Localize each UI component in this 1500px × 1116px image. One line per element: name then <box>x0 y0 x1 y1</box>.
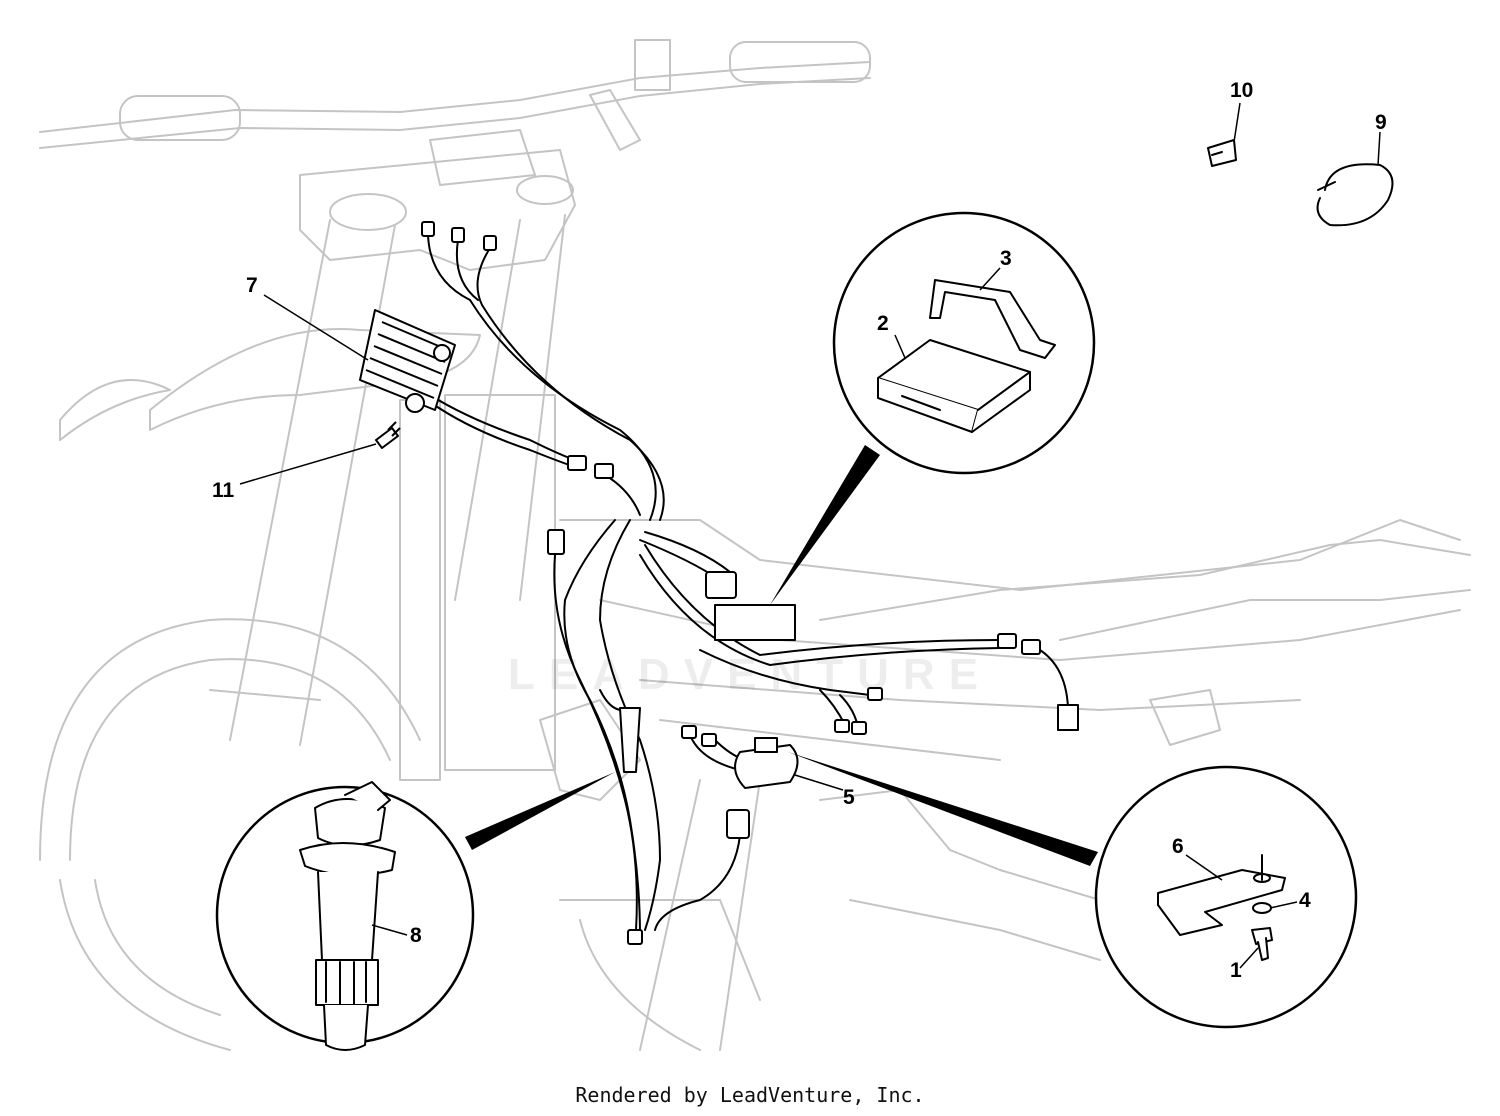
callout-8: 8 <box>410 924 422 947</box>
connector-a <box>421 221 435 237</box>
washer <box>1252 902 1272 914</box>
callout-6: 6 <box>1172 835 1184 858</box>
leader-wedges <box>465 445 1098 866</box>
bolt-1 <box>1251 927 1273 961</box>
footer-credit: Rendered by LeadVenture, Inc. <box>575 1083 925 1107</box>
callout-9: 9 <box>1375 111 1387 134</box>
detail-parts <box>299 139 1394 1051</box>
regulator-rectifier <box>359 309 456 413</box>
callout-7: 7 <box>246 274 258 297</box>
callout-1: 1 <box>1230 959 1242 982</box>
connector-c <box>483 235 497 251</box>
ignition-coil <box>299 781 396 1051</box>
condenser <box>734 737 799 789</box>
bracket-plate <box>1157 869 1286 936</box>
callout-leaders <box>239 102 1381 969</box>
wiring-harness <box>427 234 1070 936</box>
connector-b <box>451 227 465 243</box>
callout-3: 3 <box>1000 247 1012 270</box>
callout-10: 10 <box>1230 79 1254 102</box>
ecu-module <box>877 339 1031 433</box>
sensor <box>726 809 750 839</box>
components <box>359 221 1079 945</box>
clip-10 <box>1207 139 1237 167</box>
ecu-unit <box>714 604 796 641</box>
bolt-11 <box>375 421 401 449</box>
callout-5: 5 <box>843 786 855 809</box>
callout-11: 11 <box>212 479 235 502</box>
callout-2: 2 <box>877 312 889 335</box>
ecu-bracket <box>929 279 1056 359</box>
callout-4: 4 <box>1299 889 1311 912</box>
cable-tie <box>1316 163 1394 227</box>
watermark: LEADVENTURE <box>507 650 993 699</box>
ecu-detail-circle <box>832 211 1096 475</box>
